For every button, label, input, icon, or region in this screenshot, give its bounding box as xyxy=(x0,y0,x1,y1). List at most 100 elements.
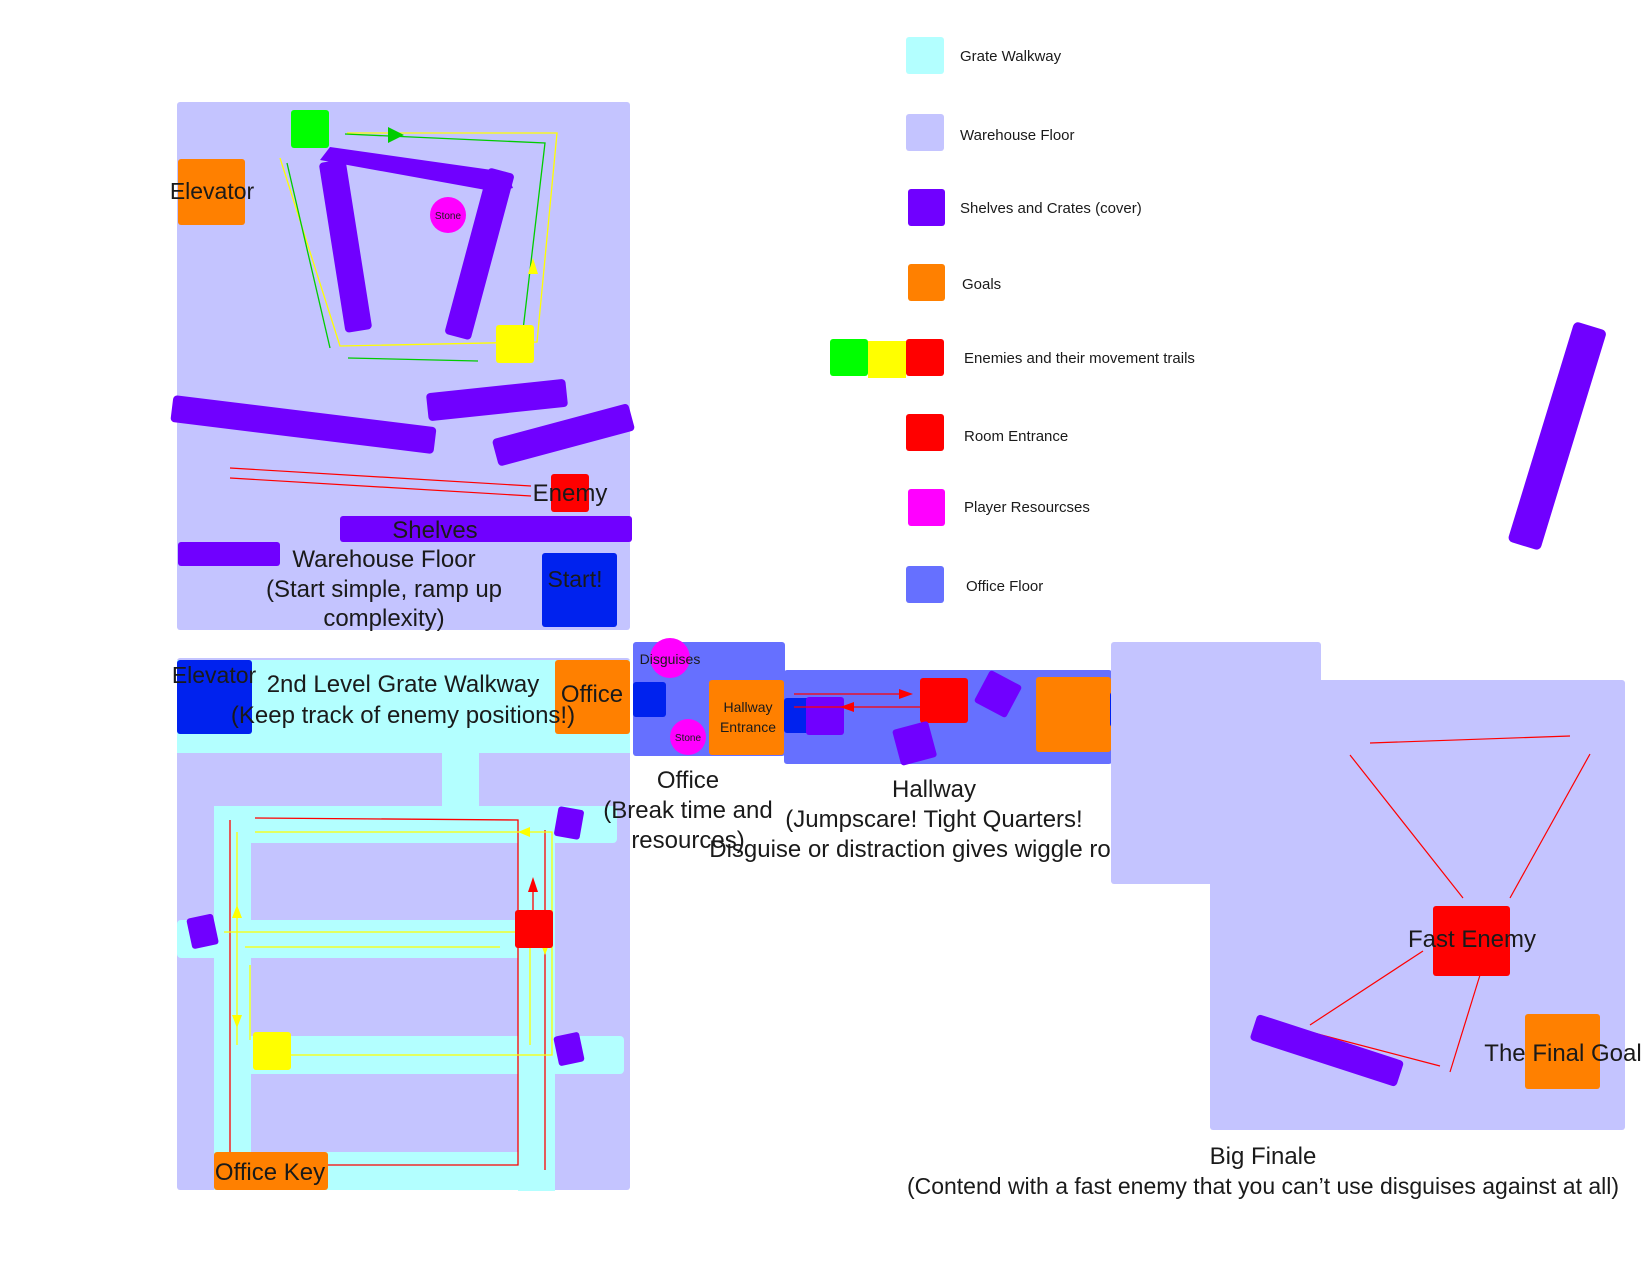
hallway-subtitle-2: Disguise or distraction gives wiggle roo… xyxy=(709,836,1159,863)
legend-label-room-entrance: Room Entrance xyxy=(964,428,1068,445)
red-direction-arrow xyxy=(899,689,913,699)
grate-walkway xyxy=(177,920,555,958)
crate xyxy=(806,697,844,735)
warehouse-floor xyxy=(177,102,630,630)
shelf xyxy=(445,168,514,340)
office-room: Disguises Stone Hallway Entrance Office … xyxy=(603,638,785,854)
office-goal[interactable] xyxy=(555,660,630,734)
grate-walkway xyxy=(518,806,555,1191)
red-patrol-trail xyxy=(254,817,519,1166)
shelf xyxy=(170,395,437,454)
legend-swatch-goals xyxy=(908,264,945,301)
final-goal-label: The Final Goal xyxy=(1484,1040,1641,1067)
grate-walkway xyxy=(442,750,479,810)
office-key-goal[interactable] xyxy=(214,1152,328,1190)
final-goal[interactable] xyxy=(1525,1014,1600,1089)
finale-subtitle: (Contend with a fast enemy that you can’… xyxy=(907,1173,1619,1199)
grate-walkway xyxy=(214,806,617,843)
legend-label-enemies: Enemies and their movement trails xyxy=(964,350,1195,367)
shelves-label: Shelves xyxy=(392,517,477,544)
yellow-direction-arrow xyxy=(232,1015,242,1028)
warehouse-subtitle: (Start simple, ramp up xyxy=(266,576,502,603)
shelf xyxy=(492,403,635,466)
legend-swatch-enemy-red xyxy=(906,339,944,376)
red-patrol-trail xyxy=(1309,950,1424,1026)
disguises-pickup[interactable] xyxy=(650,638,690,678)
yellow-direction-arrow xyxy=(232,905,242,918)
crate xyxy=(892,721,937,766)
disguises-label: Disguises xyxy=(640,651,701,667)
grate-title: 2nd Level Grate Walkway xyxy=(267,671,540,698)
warehouse-floor xyxy=(1210,680,1625,1130)
legend: Grate Walkway Warehouse Floor Shelves an… xyxy=(830,37,1195,603)
red-enemy xyxy=(920,678,968,723)
red-patrol-trail xyxy=(1349,754,1464,899)
crate xyxy=(186,913,219,949)
yellow-enemy xyxy=(496,325,534,363)
stone-pickup[interactable] xyxy=(430,197,466,233)
crate xyxy=(974,670,1022,718)
red-enemy xyxy=(551,474,589,512)
shelf xyxy=(178,542,280,566)
door[interactable] xyxy=(633,682,666,717)
legend-swatch-player-resources xyxy=(908,489,945,526)
enemy-label: Enemy xyxy=(533,480,608,507)
office-label: Office xyxy=(561,681,623,708)
shelf xyxy=(320,147,513,192)
warehouse-subtitle-2: complexity) xyxy=(323,605,444,632)
hallway-exit-goal[interactable] xyxy=(1036,677,1111,752)
yellow-enemy xyxy=(253,1032,291,1070)
legend-swatch-office-floor xyxy=(906,566,944,603)
fast-enemy xyxy=(1433,906,1510,976)
hallway-entrance-label: Hallway xyxy=(723,699,772,715)
legend-swatch-warehouse-floor xyxy=(906,114,944,151)
grate-walkway xyxy=(177,660,630,753)
elevator-goal[interactable] xyxy=(178,159,245,225)
finale-title: Big Finale xyxy=(1210,1143,1317,1170)
legend-swatch-enemy-green xyxy=(830,339,868,376)
legend-swatch-enemy-yellow xyxy=(868,341,906,378)
red-patrol-trail xyxy=(1449,974,1481,1073)
green-patrol-trail-left xyxy=(286,162,331,349)
elevator-label: Elevator xyxy=(172,662,257,688)
legend-label-player-resources: Player Resourcses xyxy=(964,499,1090,516)
red-patrol-trail xyxy=(1309,1031,1441,1067)
fast-enemy-label: Fast Enemy xyxy=(1408,926,1536,953)
stone-pickup-label: Stone xyxy=(435,211,462,222)
elevator-door[interactable] xyxy=(177,660,252,734)
crate xyxy=(554,806,584,840)
legend-label-shelves: Shelves and Crates (cover) xyxy=(960,200,1142,217)
red-patrol-trail xyxy=(229,467,532,487)
red-patrol-trail xyxy=(1369,735,1571,744)
hallway-entrance-goal[interactable] xyxy=(709,680,784,755)
office-subtitle: (Break time and xyxy=(603,797,772,824)
legend-swatch-room-entrance xyxy=(906,414,944,451)
shelf xyxy=(1250,1014,1404,1087)
start-point[interactable] xyxy=(542,553,617,627)
elevator-label: Elevator xyxy=(170,178,255,204)
yellow-direction-arrow xyxy=(518,827,530,837)
red-direction-arrow xyxy=(528,877,538,892)
start-label: Start! xyxy=(548,566,603,592)
legend-label-grate-walkway: Grate Walkway xyxy=(960,48,1062,65)
green-enemy xyxy=(291,110,329,148)
red-patrol-trail xyxy=(229,477,532,497)
u-shelf xyxy=(319,147,514,340)
legend-swatch-grate-walkway xyxy=(906,37,944,74)
yellow-patrol-trail xyxy=(279,132,558,347)
legend-label-office-floor: Office Floor xyxy=(966,578,1043,595)
stone-pickup[interactable] xyxy=(670,719,706,755)
crate xyxy=(553,1032,585,1066)
grate-subtitle: (Keep track of enemy positions!) xyxy=(231,702,575,729)
stone-label: Stone xyxy=(675,733,702,744)
legend-swatch-shelves xyxy=(908,189,945,226)
grate-walkway-room: Elevator Office 2nd Level Grate Walkway … xyxy=(172,658,630,1191)
green-direction-arrow xyxy=(388,127,404,143)
hallway-entrance-label-2: Entrance xyxy=(720,719,776,735)
yellow-direction-arrow xyxy=(528,258,538,274)
hallway-title: Hallway xyxy=(892,776,976,803)
shelf xyxy=(426,379,568,421)
finale-room: Fast Enemy The Final Goal Big Finale (Co… xyxy=(907,322,1642,1199)
office-title: Office xyxy=(657,767,719,794)
